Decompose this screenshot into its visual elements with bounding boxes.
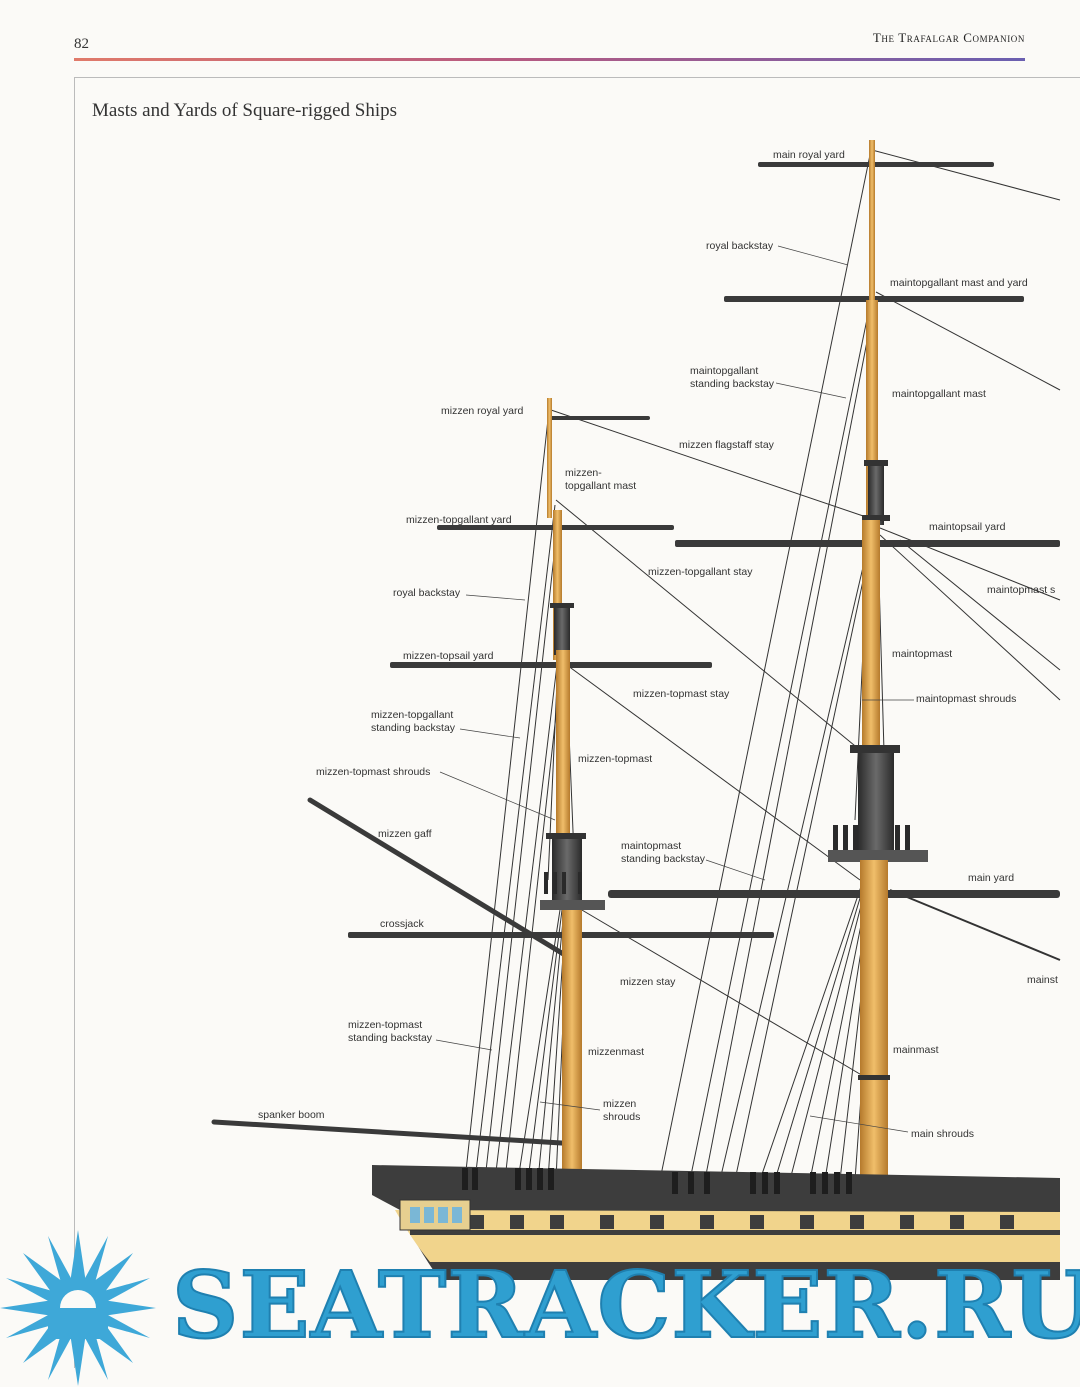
label-mizzenmast: mizzenmast xyxy=(588,1046,645,1058)
diagram-title: Masts and Yards of Square-rigged Ships xyxy=(92,100,398,121)
label-maintopmast-standing-backstay: maintopmast standing backstay xyxy=(621,840,706,865)
label-mizzen-topsail-yard: mizzen-topsail yard xyxy=(403,650,494,662)
label-mizzen-shrouds: mizzen shrouds xyxy=(603,1098,641,1123)
label-main-yard: main yard xyxy=(968,872,1015,884)
label-royal-backstay-main: royal backstay xyxy=(706,240,774,252)
label-mizzen-topgallant-standing-backstay: mizzen-topgallant standing backstay xyxy=(371,709,456,734)
label-mizzen-topgallant-yard: mizzen-topgallant yard xyxy=(406,514,512,526)
spanker-boom xyxy=(211,1119,581,1147)
label-mainmast: mainmast xyxy=(893,1044,939,1056)
label-maintopgallant-mast-and-yard: maintopgallant mast and yard xyxy=(890,277,1028,289)
mizzen-mast xyxy=(540,398,605,1180)
watermark-sun-icon xyxy=(0,1230,156,1386)
label-crossjack: crossjack xyxy=(380,918,424,930)
label-maintopmast-shrouds: maintopmast shrouds xyxy=(916,693,1017,705)
main-mast xyxy=(828,140,928,1180)
label-royal-backstay-mizzen: royal backstay xyxy=(393,587,461,599)
label-maintopgallant-mast: maintopgallant mast xyxy=(892,388,986,400)
label-mizzen-topgallant-stay: mizzen-topgallant stay xyxy=(648,566,753,578)
label-mizzen-topmast-stay: mizzen-topmast stay xyxy=(633,688,730,700)
diagram-frame xyxy=(74,77,1080,1368)
label-mizzen-flagstaff-stay: mizzen flagstaff stay xyxy=(679,439,774,451)
label-main-royal-yard: main royal yard xyxy=(773,149,845,161)
label-maintopsail-yard: maintopsail yard xyxy=(929,521,1006,533)
header-rule xyxy=(74,58,1025,61)
label-mizzen-royal-yard: mizzen royal yard xyxy=(441,405,524,417)
label-maintopmast: maintopmast xyxy=(892,648,953,660)
running-head: The Trafalgar Companion xyxy=(872,30,1025,45)
label-mizzen-topmast-standing-backstay: mizzen-topmast standing backstay xyxy=(348,1019,433,1044)
label-mizzen-topmast: mizzen-topmast xyxy=(578,753,653,765)
label-mizzen-topmast-shrouds: mizzen-topmast shrouds xyxy=(316,766,431,778)
label-maintopgallant-standing-backstay: maintopgallant standing backstay xyxy=(690,365,775,390)
label-spanker-boom: spanker boom xyxy=(258,1109,325,1121)
mizzen-gaff xyxy=(307,797,568,958)
leader-lines xyxy=(435,245,914,1133)
label-mizzen-topgallant-mast: mizzen- topgallant mast xyxy=(565,467,637,492)
page-number: 82 xyxy=(74,36,89,52)
watermark-text: SEATRACKER.RU xyxy=(171,1251,1080,1359)
label-mizzen-gaff: mizzen gaff xyxy=(378,828,432,840)
label-mainstay: mainst xyxy=(1027,974,1058,986)
label-main-shrouds: main shrouds xyxy=(911,1128,975,1140)
label-mizzen-stay: mizzen stay xyxy=(620,976,676,988)
hull xyxy=(372,1165,1060,1280)
label-maintopmast-stay: maintopmast s xyxy=(987,584,1056,596)
